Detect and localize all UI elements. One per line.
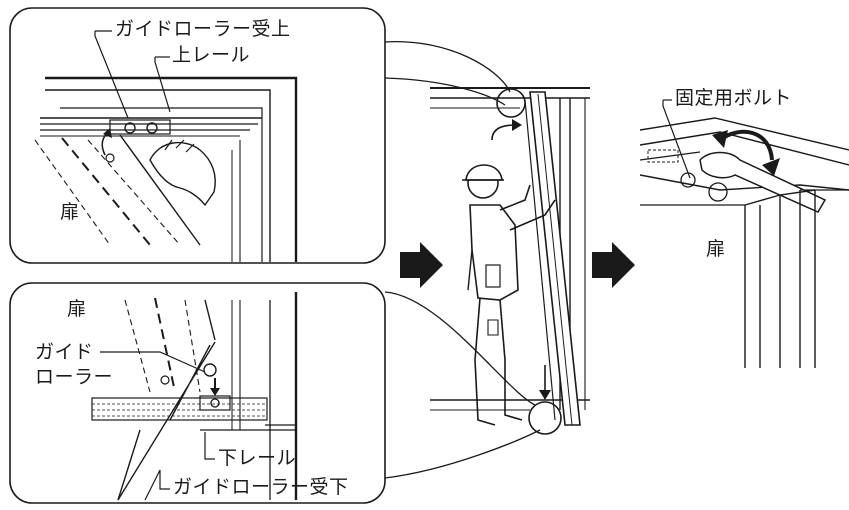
right-scene <box>640 100 849 368</box>
label-guide-roller-line2: ローラー <box>35 368 113 387</box>
right-arrow-icon <box>400 242 443 288</box>
label-guide-roller-line1: ガイド <box>35 343 94 362</box>
label-guide-roller-upper: ガイドローラー受上 <box>115 20 291 39</box>
label-fixing-bolt: 固定用ボルト <box>675 89 792 108</box>
label-door-right: 扉 <box>706 240 726 259</box>
label-upper-rail: 上レール <box>172 46 250 65</box>
label-lower-rail: 下レール <box>218 449 296 468</box>
center-scene <box>430 88 590 434</box>
label-door-bottom-left: 扉 <box>67 300 87 319</box>
label-door-top-left: 扉 <box>60 203 80 222</box>
right-arrow-icon <box>592 242 635 288</box>
label-guide-roller-lower: ガイドローラー受下 <box>173 478 349 497</box>
